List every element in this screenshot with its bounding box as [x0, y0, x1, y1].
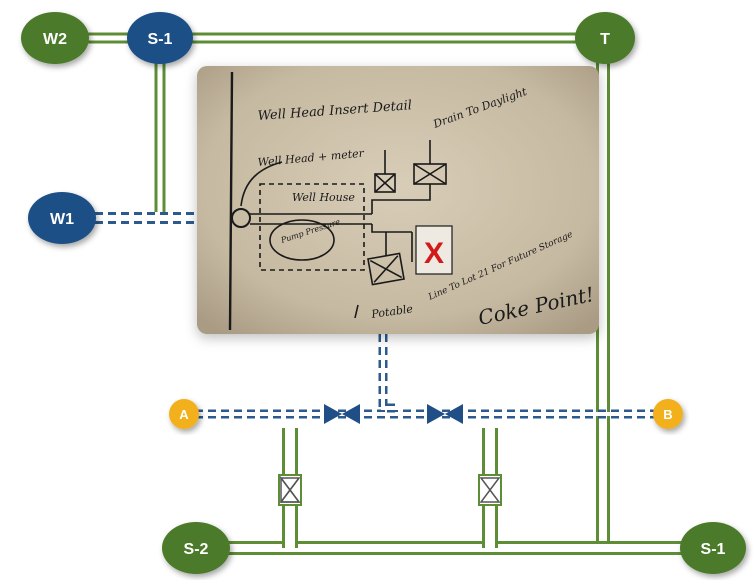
node-s1-bottom[interactable]: S-1 [680, 522, 746, 574]
node-w1[interactable]: W1 [28, 192, 96, 244]
node-s1-top[interactable]: S-1 [127, 12, 193, 64]
node-a[interactable]: A [169, 399, 199, 429]
node-s2-label: S-2 [184, 541, 209, 558]
riser-valve-right-icon[interactable] [478, 474, 502, 506]
green-pipes [70, 32, 715, 555]
x-mark-label: X [424, 237, 444, 270]
node-w2-label: W2 [43, 31, 67, 48]
well-house-note: Well House [292, 191, 355, 204]
valve-left-icon[interactable] [324, 404, 360, 424]
photo-sketch [228, 71, 447, 331]
node-s1-top-label: S-1 [148, 31, 173, 48]
removed-component-mark: X [415, 225, 453, 275]
node-a-label: A [179, 407, 189, 422]
node-t-label: T [600, 31, 610, 48]
node-b-label: B [663, 407, 672, 422]
node-s1-bottom-label: S-1 [701, 541, 726, 558]
riser-valve-left-icon[interactable] [278, 474, 302, 506]
node-t[interactable]: T [575, 12, 635, 64]
node-b[interactable]: B [653, 399, 683, 429]
valve-right-icon[interactable] [427, 404, 463, 424]
node-w1-label: W1 [50, 211, 74, 228]
node-w2[interactable]: W2 [21, 12, 89, 64]
node-s2[interactable]: S-2 [162, 522, 230, 574]
potable-note: Potable [370, 302, 415, 321]
